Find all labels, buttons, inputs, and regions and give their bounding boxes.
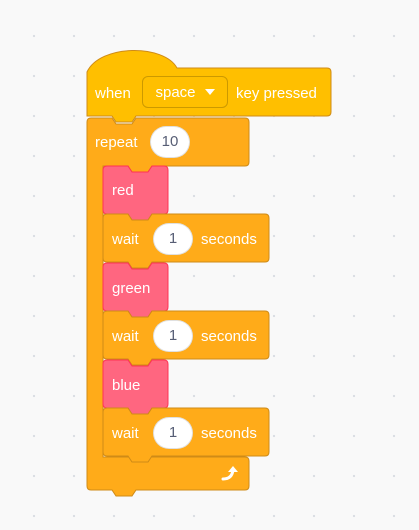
chevron-down-icon xyxy=(204,89,215,95)
seconds-label: seconds xyxy=(201,425,257,442)
seconds-label: seconds xyxy=(201,231,257,248)
costume-label-red: red xyxy=(112,182,134,199)
wait-label: wait xyxy=(112,425,139,442)
costume-label-green: green xyxy=(112,280,151,297)
key-dropdown-value: space xyxy=(155,83,196,101)
loop-arrow-icon xyxy=(221,466,238,481)
when-label: when xyxy=(95,85,131,102)
key-pressed-label: key pressed xyxy=(236,85,317,102)
wait-seconds-input[interactable]: 1 xyxy=(153,320,193,352)
repeat-c-block[interactable] xyxy=(86,117,250,497)
seconds-label: seconds xyxy=(201,328,257,345)
wait-label: wait xyxy=(112,231,139,248)
key-dropdown[interactable]: space xyxy=(142,76,228,108)
wait-seconds-input[interactable]: 1 xyxy=(153,417,193,449)
repeat-label: repeat xyxy=(95,134,138,151)
costume-label-blue: blue xyxy=(112,377,141,394)
wait-label: wait xyxy=(112,328,139,345)
wait-seconds-input[interactable]: 1 xyxy=(153,223,193,255)
repeat-count-input[interactable]: 10 xyxy=(150,126,190,158)
